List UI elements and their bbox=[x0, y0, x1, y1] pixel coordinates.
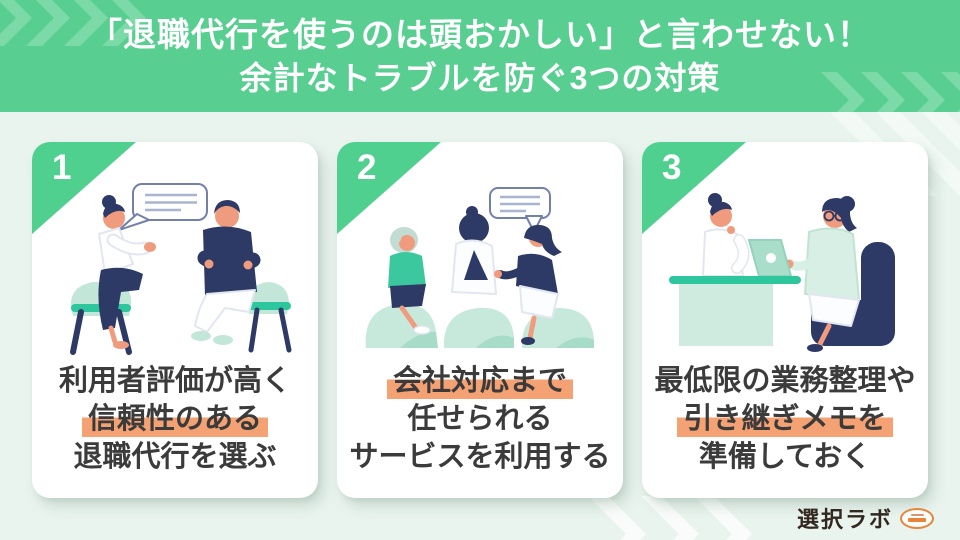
caption-line: 準備しておく bbox=[698, 441, 872, 473]
page-title-line2: 余計なトラブルを防ぐ3つの対策 bbox=[239, 60, 721, 96]
site-logo: 選択ラボ bbox=[797, 502, 934, 534]
step-card-2: 2 bbox=[337, 142, 623, 498]
step-2-number: 2 bbox=[357, 148, 377, 187]
step-card-3: 3 最低限の業務整理や 引き継ぎメモを 準備しておく bbox=[642, 142, 928, 498]
logo-badge-large-line bbox=[908, 518, 926, 522]
bottom-chevron-decoration-icon bbox=[592, 496, 752, 540]
two-people-on-chairs-illustration bbox=[70, 183, 292, 355]
caption-line: 最低限の業務整理や bbox=[654, 365, 916, 397]
two-people-at-desk-illustration bbox=[669, 193, 895, 352]
logo-oval-badge-icon bbox=[900, 507, 934, 529]
step-2-caption: 会社対応まで 任せられる サービスを利用する bbox=[337, 362, 623, 476]
caption-line: 信頼性のある bbox=[81, 403, 268, 437]
caption-line: サービスを利用する bbox=[349, 441, 611, 473]
header-banner: 「退職代行を使うのは頭おかしい」と言わせない！ 余計なトラブルを防ぐ3つの対策 bbox=[0, 0, 960, 112]
step-1-number: 1 bbox=[52, 148, 72, 187]
caption-line: 退職代行を選ぶ bbox=[73, 441, 277, 473]
site-logo-text: 選択ラボ bbox=[796, 507, 893, 532]
step-1-caption: 利用者評価が高く 信頼性のある 退職代行を選ぶ bbox=[32, 362, 318, 476]
caption-line: 利用者評価が高く bbox=[58, 365, 291, 397]
caption-line: 引き継ぎメモを bbox=[677, 403, 893, 437]
logo-badge-small-line bbox=[910, 514, 924, 516]
three-people-on-poufs-illustration bbox=[365, 187, 594, 348]
step-3-caption: 最低限の業務整理や 引き継ぎメモを 準備しておく bbox=[642, 362, 928, 476]
step-card-1: 1 bbox=[32, 142, 318, 498]
caption-line: 任せられる bbox=[407, 403, 553, 435]
caption-line: 会社対応まで bbox=[386, 365, 573, 399]
page-title-line1: 「退職代行を使うのは頭おかしい」と言わせない！ bbox=[89, 16, 871, 53]
step-3-number: 3 bbox=[662, 148, 682, 187]
page-title: 「退職代行を使うのは頭おかしい」と言わせない！ 余計なトラブルを防ぐ3つの対策 bbox=[0, 0, 960, 99]
